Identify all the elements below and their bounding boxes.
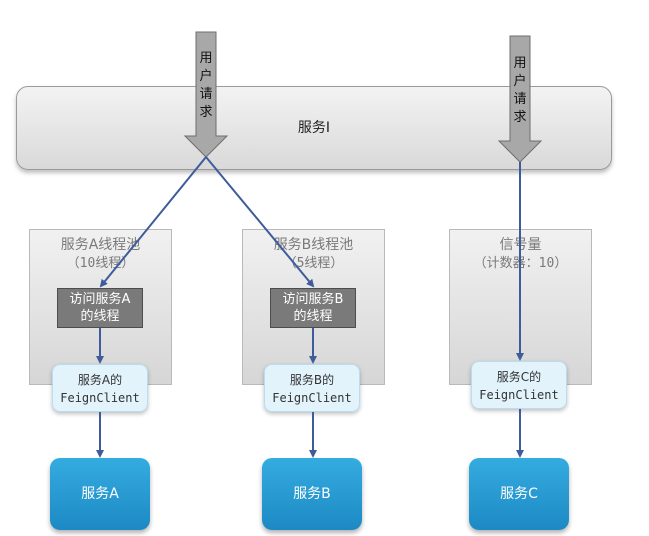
feign-client-a-line1: 服务A的 xyxy=(77,373,123,387)
service-c-box: 服务C xyxy=(469,458,569,530)
thread-box-a: 访问服务A 的线程 xyxy=(57,288,143,328)
service-i-label: 服务I xyxy=(297,120,331,136)
user-request-label-1: 用户请求 xyxy=(199,51,213,120)
thread-box-b-line2: 的线程 xyxy=(293,309,333,324)
thread-box-b-line1: 访问服务B xyxy=(282,292,344,307)
user-request-arrow-2 xyxy=(497,35,543,163)
feign-client-a: 服务A的 FeignClient xyxy=(52,364,148,412)
feign-client-c-line1: 服务C的 xyxy=(496,370,542,384)
feign-client-a-line2: FeignClient xyxy=(60,391,140,405)
user-request-arrow-1 xyxy=(183,31,229,158)
thread-box-a-line2: 的线程 xyxy=(80,309,120,324)
feign-client-b: 服务B的 FeignClient xyxy=(264,364,360,412)
feign-client-c-line2: FeignClient xyxy=(479,388,559,402)
thread-box-b: 访问服务B 的线程 xyxy=(270,288,356,328)
thread-box-a-line1: 访问服务A xyxy=(69,292,131,307)
pool-b-title: 服务B线程池 xyxy=(273,237,354,253)
feign-client-c: 服务C的 FeignClient xyxy=(471,361,567,409)
user-request-label-2: 用户请求 xyxy=(513,56,527,125)
arrow-request-to-pool-b xyxy=(205,156,315,288)
service-a-box: 服务A xyxy=(50,458,150,530)
service-b-box: 服务B xyxy=(262,458,362,530)
feign-client-b-line1: 服务B的 xyxy=(289,373,335,387)
feign-client-b-line2: FeignClient xyxy=(272,391,352,405)
arrow-request-to-pool-a xyxy=(99,156,207,288)
pool-a-title: 服务A线程池 xyxy=(60,237,141,253)
